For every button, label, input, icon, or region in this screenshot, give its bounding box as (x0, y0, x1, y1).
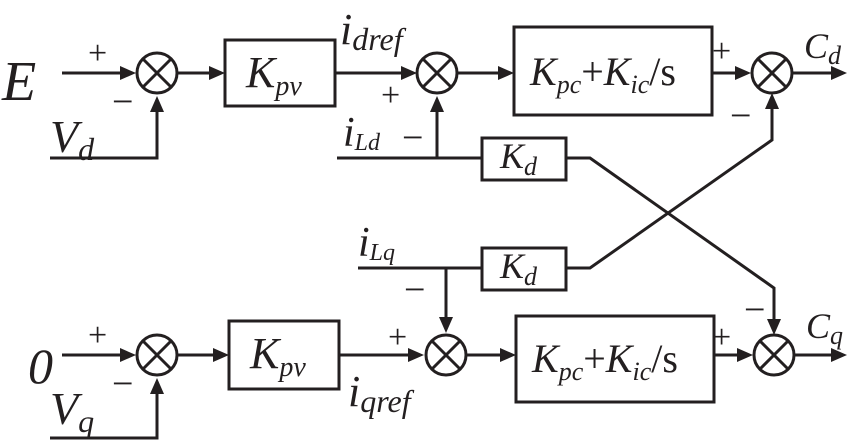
d-summer3-plus: + (712, 33, 731, 70)
idref-label: idref (340, 5, 407, 57)
d-axis-path (50, 25, 847, 182)
d-pi-label: Kpc+Kic/s (529, 49, 676, 99)
d-summer2-plus: + (381, 77, 400, 114)
q-kpv-block (227, 319, 341, 391)
ilq-branch-arrow (439, 317, 453, 333)
q-summer2-plus: + (388, 319, 407, 356)
kd-bottom-to-cd-line (566, 100, 774, 270)
q-kd-block (480, 246, 568, 292)
d-summer-1 (135, 51, 179, 95)
cd-output-label: Cd (804, 26, 842, 70)
d-summer2-minus: − (402, 117, 423, 159)
iqref-label: iqref (348, 367, 415, 419)
d-summer3-minus: − (730, 95, 751, 137)
q-summer3-arrow (737, 348, 753, 362)
q-pi-block (514, 314, 716, 404)
q-ref-arrow (120, 348, 136, 362)
vd-feedback-arrow (150, 96, 164, 112)
d-summer1-minus: − (112, 81, 133, 123)
cq-output-label: Cq (806, 306, 843, 350)
cross-coupling (566, 93, 781, 335)
d-summer2-arrow (401, 66, 417, 80)
kd-top-to-cq-arrow (767, 319, 781, 335)
q-summer1-minus: − (112, 363, 133, 405)
q-summer-3 (752, 333, 796, 377)
d-summer3-arrow (735, 66, 751, 80)
q-kpv-arrow (213, 348, 229, 362)
q-summer2-arrow (408, 348, 424, 362)
d-summer1-plus: + (88, 35, 107, 72)
q-summer3-minus: − (744, 289, 765, 331)
d-summer-3 (750, 51, 794, 95)
d-ref-arrow (120, 66, 136, 80)
q-summer-2 (424, 333, 468, 377)
vq-feedback-line (50, 384, 159, 440)
vd-feedback-line (50, 102, 159, 160)
zero-input-label: 0 (28, 338, 53, 394)
cq-output-arrow (831, 348, 847, 362)
d-pi-arrow (498, 66, 514, 80)
q-summer1-plus: + (88, 317, 107, 354)
d-kpv-block (223, 38, 337, 108)
kd-top-to-cq-line (566, 156, 776, 329)
cd-output-arrow (831, 66, 847, 80)
q-pi-arrow (500, 348, 516, 362)
q-kpv-label: Kpv (249, 329, 306, 383)
q-summer-1 (135, 333, 179, 377)
d-kd-block (480, 136, 568, 182)
q-summer3-plus: + (712, 319, 731, 356)
d-kpv-arrow (209, 66, 225, 80)
ild-branch-arrow (430, 96, 444, 112)
d-kd-label: Kd (499, 136, 538, 181)
ild-label: iLd (343, 110, 381, 156)
vq-label: Vq (50, 383, 94, 439)
e-input-label: E (1, 51, 36, 113)
q-summer2-minus: − (404, 269, 425, 311)
q-pi-label: Kpc+Kic/s (531, 336, 678, 386)
d-pi-block (512, 25, 714, 117)
d-summer-2 (415, 51, 459, 95)
d-kpv-label: Kpv (245, 48, 302, 102)
ilq-label: iLq (358, 220, 395, 266)
vd-label: Vd (50, 111, 95, 167)
vq-feedback-arrow (150, 378, 164, 394)
q-kd-label: Kd (499, 246, 538, 291)
kd-bottom-to-cd-arrow (765, 93, 779, 109)
q-axis-path (50, 246, 847, 440)
